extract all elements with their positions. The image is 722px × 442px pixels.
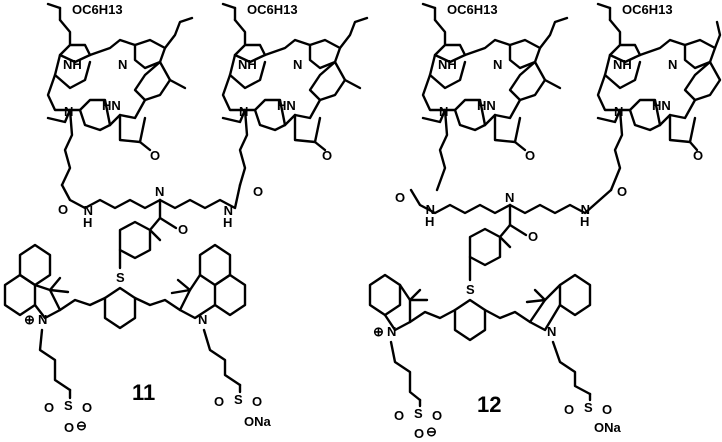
anion-label: ⊖ <box>76 418 87 433</box>
sulfonate-s-label: S <box>234 392 243 407</box>
cyanine-n-label: N <box>198 312 207 327</box>
n-label: N <box>293 57 302 72</box>
sulfonate-o-label: O <box>44 400 54 415</box>
thiophenyl-group: S <box>116 220 152 285</box>
hn-label: HN <box>652 98 671 113</box>
nh-label: NH <box>438 57 457 72</box>
compound-number-11: 11 <box>132 380 155 405</box>
tertiary-n-label: N <box>155 184 164 199</box>
sulfonate-o-label: O <box>432 408 442 423</box>
hn-label: HN <box>277 98 296 113</box>
chlorin-unit-b: OC6H13 NH N N HN O <box>596 2 722 192</box>
n-label: N <box>439 104 448 119</box>
sulfur-label: S <box>116 270 125 285</box>
cyanine-n-label: N <box>547 324 556 339</box>
sulfonate-o-label: O <box>564 402 574 417</box>
sulfonate-o-label: O <box>64 420 74 435</box>
thiophenyl-group: S <box>466 227 502 297</box>
nh-label: NH <box>613 57 632 72</box>
tertiary-n-label: N <box>505 190 514 205</box>
cyanine-core: N N ⊕ <box>3 243 247 330</box>
amide-o-label: O <box>58 202 68 217</box>
hn-label: HN <box>102 98 121 113</box>
ketone-o-label: O <box>322 148 332 163</box>
ketone-o-label: O <box>693 148 703 163</box>
sulfonate-o-label: O <box>252 394 262 409</box>
n-label: N <box>239 104 248 119</box>
n-label: N <box>493 57 502 72</box>
sulfonate-o-label: O <box>394 408 404 423</box>
nh-label: NH <box>238 57 257 72</box>
n-label: N <box>614 104 623 119</box>
n-label: N <box>668 57 677 72</box>
compound-12: OC6H13 NH N N HN O OC6H13 NH N <box>368 2 722 441</box>
compound-11: OC6H13 NH N N HN O OC6H13 NH <box>3 2 369 435</box>
cyanine-n-label: N <box>38 312 47 327</box>
ketone-o-label: O <box>525 148 535 163</box>
cyanine-core: N N ⊕ <box>368 273 592 342</box>
hexyloxy-label-b: OC6H13 <box>622 2 673 17</box>
sulfonate-chains: S O O O ⊖ S O O ONa <box>389 340 622 441</box>
cation-label: ⊕ <box>373 324 384 339</box>
sulfonate-o-label: O <box>214 394 224 409</box>
hexyloxy-label-b: OC6H13 <box>247 2 298 17</box>
anion-label: ⊖ <box>426 424 437 439</box>
chlorin-unit-b: OC6H13 NH N N HN O <box>221 2 369 187</box>
sulfonate-chains: S O O O ⊖ S O O ONa <box>38 328 272 435</box>
sulfonate-s-label: S <box>64 398 73 413</box>
sodium-sulfonate-label: ONa <box>244 414 272 429</box>
benzoyl-o-label: O <box>178 222 188 237</box>
sulfonate-s-label: S <box>584 400 593 415</box>
hexyloxy-label-a: OC6H13 <box>72 2 123 17</box>
amide-o-label: O <box>395 190 405 205</box>
n-label: N <box>118 57 127 72</box>
compound-number-12: 12 <box>477 392 501 417</box>
hn-label: HN <box>477 98 496 113</box>
cyanine-n-label: N <box>387 324 396 339</box>
cation-label: ⊕ <box>24 312 35 327</box>
amide-o-label: O <box>617 184 627 199</box>
nh-label: NH <box>63 57 82 72</box>
sulfur-label: S <box>466 282 475 297</box>
sulfonate-o-label: O <box>82 400 92 415</box>
chlorin-unit-a: OC6H13 NH N N HN O <box>46 2 194 187</box>
chlorin-unit-a: OC6H13 NH N N HN O <box>421 2 569 192</box>
amide-o-label: O <box>253 184 263 199</box>
n-label: N <box>64 104 73 119</box>
sodium-sulfonate-label: ONa <box>594 420 622 435</box>
ketone-o-label: O <box>150 148 160 163</box>
benzoyl-o-label: O <box>528 229 538 244</box>
sulfonate-o-label: O <box>602 402 612 417</box>
hexyloxy-label-a: OC6H13 <box>447 2 498 17</box>
sulfonate-s-label: S <box>414 406 423 421</box>
sulfonate-o-label: O <box>414 426 424 441</box>
